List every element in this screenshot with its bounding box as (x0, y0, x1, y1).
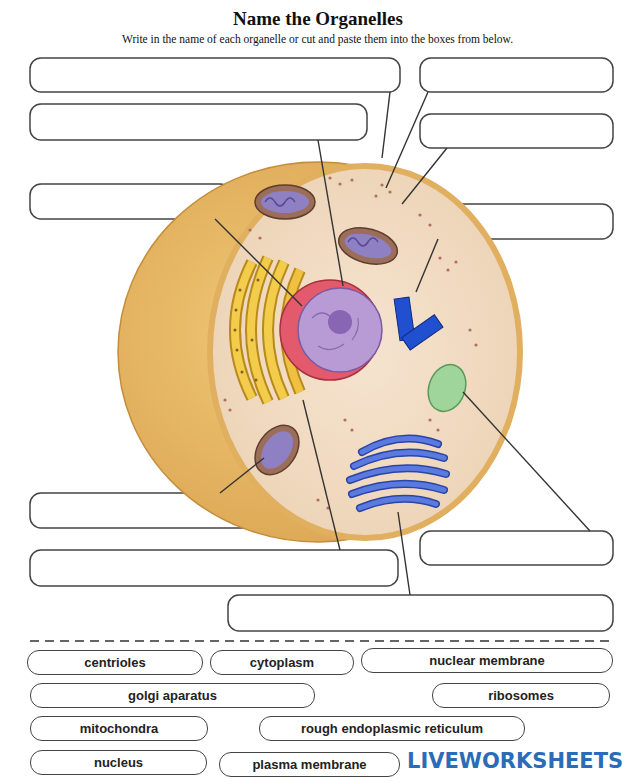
word-bank-box: rough endoplasmic reticulum (259, 716, 525, 741)
word-bank-box: centrioles (27, 650, 203, 675)
word-bank-box: nucleus (30, 750, 207, 775)
word-bank-box: golgi aparatus (30, 683, 315, 708)
leader-lines (215, 92, 590, 595)
instructions: Write in the name of each organelle or c… (122, 33, 513, 45)
organelle-name: nucleus (94, 755, 143, 770)
word-bank-box: ribosomes (432, 683, 610, 708)
vacuole (422, 359, 472, 416)
organelle-name: plasma membrane (252, 757, 366, 772)
nucleus (280, 280, 382, 380)
worksheet-title: Name the Organelles (233, 8, 403, 30)
word-bank-box: plasma membrane (219, 752, 400, 777)
cell-body (118, 162, 520, 542)
organelle-name: ribosomes (488, 688, 554, 703)
organelle-name: cytoplasm (250, 655, 314, 670)
golgi (350, 439, 446, 508)
word-bank-box: cytoplasm (210, 650, 354, 675)
organelle-name: golgi aparatus (128, 688, 217, 703)
centrioles (394, 297, 443, 350)
organelle-name: mitochondra (80, 721, 159, 736)
organelle-name: nuclear membrane (429, 653, 545, 668)
cut-line (30, 640, 613, 642)
answer-boxes (30, 58, 613, 631)
organelle-name: rough endoplasmic reticulum (301, 721, 483, 736)
word-bank-box: nuclear membrane (361, 648, 613, 673)
mitochondria (246, 185, 401, 483)
word-bank-box: mitochondra (30, 716, 208, 741)
watermark: LIVEWORKSHEETS (405, 749, 625, 773)
organelle-name: centrioles (84, 655, 145, 670)
